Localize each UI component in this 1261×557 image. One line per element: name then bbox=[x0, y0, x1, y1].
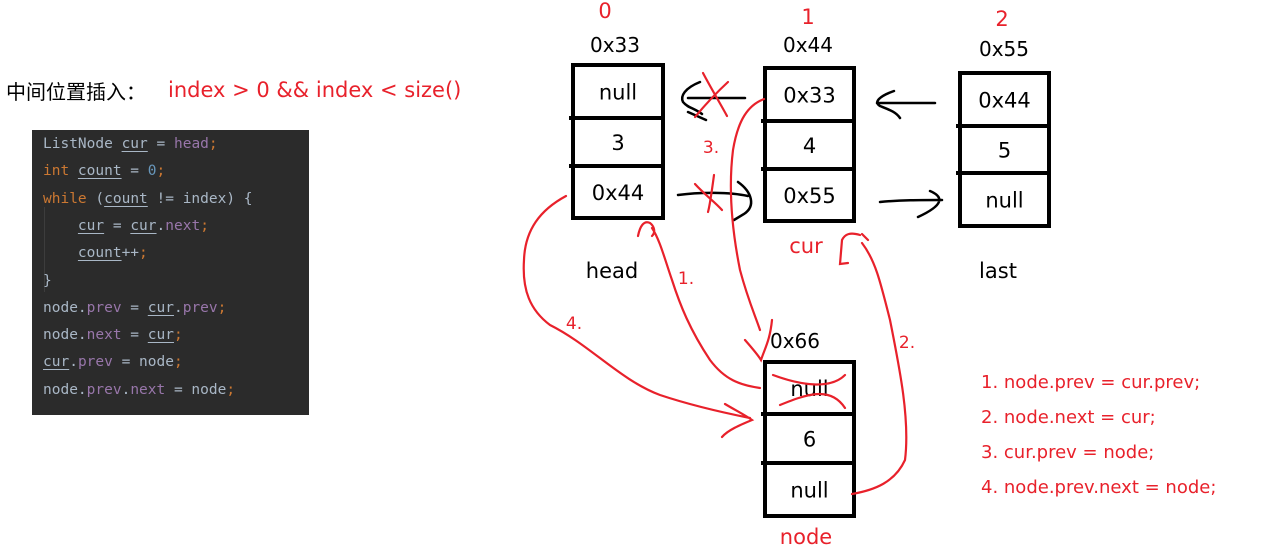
node-index: 1 bbox=[801, 5, 814, 29]
list-node-head: null 3 0x44 bbox=[569, 63, 665, 220]
node-address: 0x33 bbox=[590, 33, 640, 57]
cross-node-prev bbox=[771, 373, 847, 410]
step-marker: 4. bbox=[566, 314, 582, 334]
code-line: ListNode cur = head; bbox=[43, 136, 218, 152]
node-index: 0 bbox=[598, 0, 611, 23]
step-description: 2. node.next = cur; bbox=[981, 407, 1156, 428]
list-node-cur: 0x33 4 0x55 bbox=[761, 66, 856, 223]
node-box bbox=[958, 71, 1051, 228]
val-field: 3 bbox=[611, 131, 624, 155]
code-line: count++; bbox=[77, 245, 148, 262]
step-marker: 1. bbox=[678, 269, 694, 289]
node-box bbox=[763, 66, 856, 223]
list-node-last: 0x44 5 null bbox=[956, 71, 1051, 228]
arrow-last-prev-to-cur bbox=[875, 89, 937, 120]
step-description: 1. node.prev = cur.prev; bbox=[981, 372, 1200, 393]
node-address: 0x55 bbox=[979, 37, 1029, 61]
new-links bbox=[522, 71, 908, 496]
code-line: node.prev.next = node; bbox=[43, 381, 236, 398]
arrow-last-next-to-null bbox=[878, 189, 944, 219]
node-index: 2 bbox=[995, 7, 1008, 31]
node-label: last bbox=[979, 259, 1017, 283]
step1-arrow bbox=[636, 221, 762, 390]
node-label: head bbox=[586, 259, 638, 283]
node-address: 0x44 bbox=[783, 33, 833, 57]
cross-old-next bbox=[693, 173, 724, 214]
list-node-node: null 6 null bbox=[761, 360, 856, 518]
insert-condition: index > 0 && index < size() bbox=[168, 78, 462, 102]
node-box bbox=[571, 63, 665, 220]
node-label: node bbox=[780, 525, 832, 549]
val-field: 6 bbox=[803, 428, 816, 452]
step4-arrow bbox=[522, 194, 755, 439]
node-label: cur bbox=[789, 234, 823, 258]
next-field: null bbox=[985, 189, 1023, 213]
code-line: } bbox=[43, 272, 52, 289]
node-address: 0x66 bbox=[770, 329, 820, 353]
val-field: 5 bbox=[998, 139, 1011, 163]
next-field: 0x44 bbox=[592, 181, 645, 205]
code-block: ListNode cur = head; int count = 0; while … bbox=[32, 130, 309, 415]
step-marker: 3. bbox=[703, 138, 719, 158]
section-title: 中间位置插入： bbox=[6, 80, 146, 104]
val-field: 4 bbox=[803, 134, 816, 158]
code-line: while (count != index) { bbox=[43, 190, 253, 207]
step-marker: 2. bbox=[899, 333, 915, 353]
node-box bbox=[763, 360, 856, 518]
arrow-head-next-to-cur bbox=[676, 180, 753, 222]
code-line: cur.prev = node; bbox=[43, 354, 183, 371]
step3-arrow bbox=[729, 97, 774, 363]
code-line: node.next = cur; bbox=[43, 327, 183, 344]
code-line: int count = 0; bbox=[43, 163, 166, 180]
original-links bbox=[676, 80, 944, 222]
step-description: 3. cur.prev = node; bbox=[981, 442, 1154, 463]
code-line: cur = cur.next; bbox=[77, 217, 209, 234]
step-description: 4. node.prev.next = node; bbox=[981, 477, 1216, 498]
prev-field: null bbox=[599, 81, 637, 105]
prev-field: 0x33 bbox=[783, 84, 836, 108]
next-field: 0x55 bbox=[783, 184, 836, 208]
arrow-cur-prev-to-head bbox=[681, 80, 747, 122]
step2-arrow bbox=[838, 232, 908, 496]
next-field: null bbox=[790, 479, 828, 503]
cross-old-prev bbox=[693, 71, 730, 119]
indent-guide bbox=[44, 207, 45, 292]
prev-field: 0x44 bbox=[978, 89, 1031, 113]
code-line: node.prev = cur.prev; bbox=[43, 299, 227, 316]
prev-field: null bbox=[790, 377, 828, 401]
